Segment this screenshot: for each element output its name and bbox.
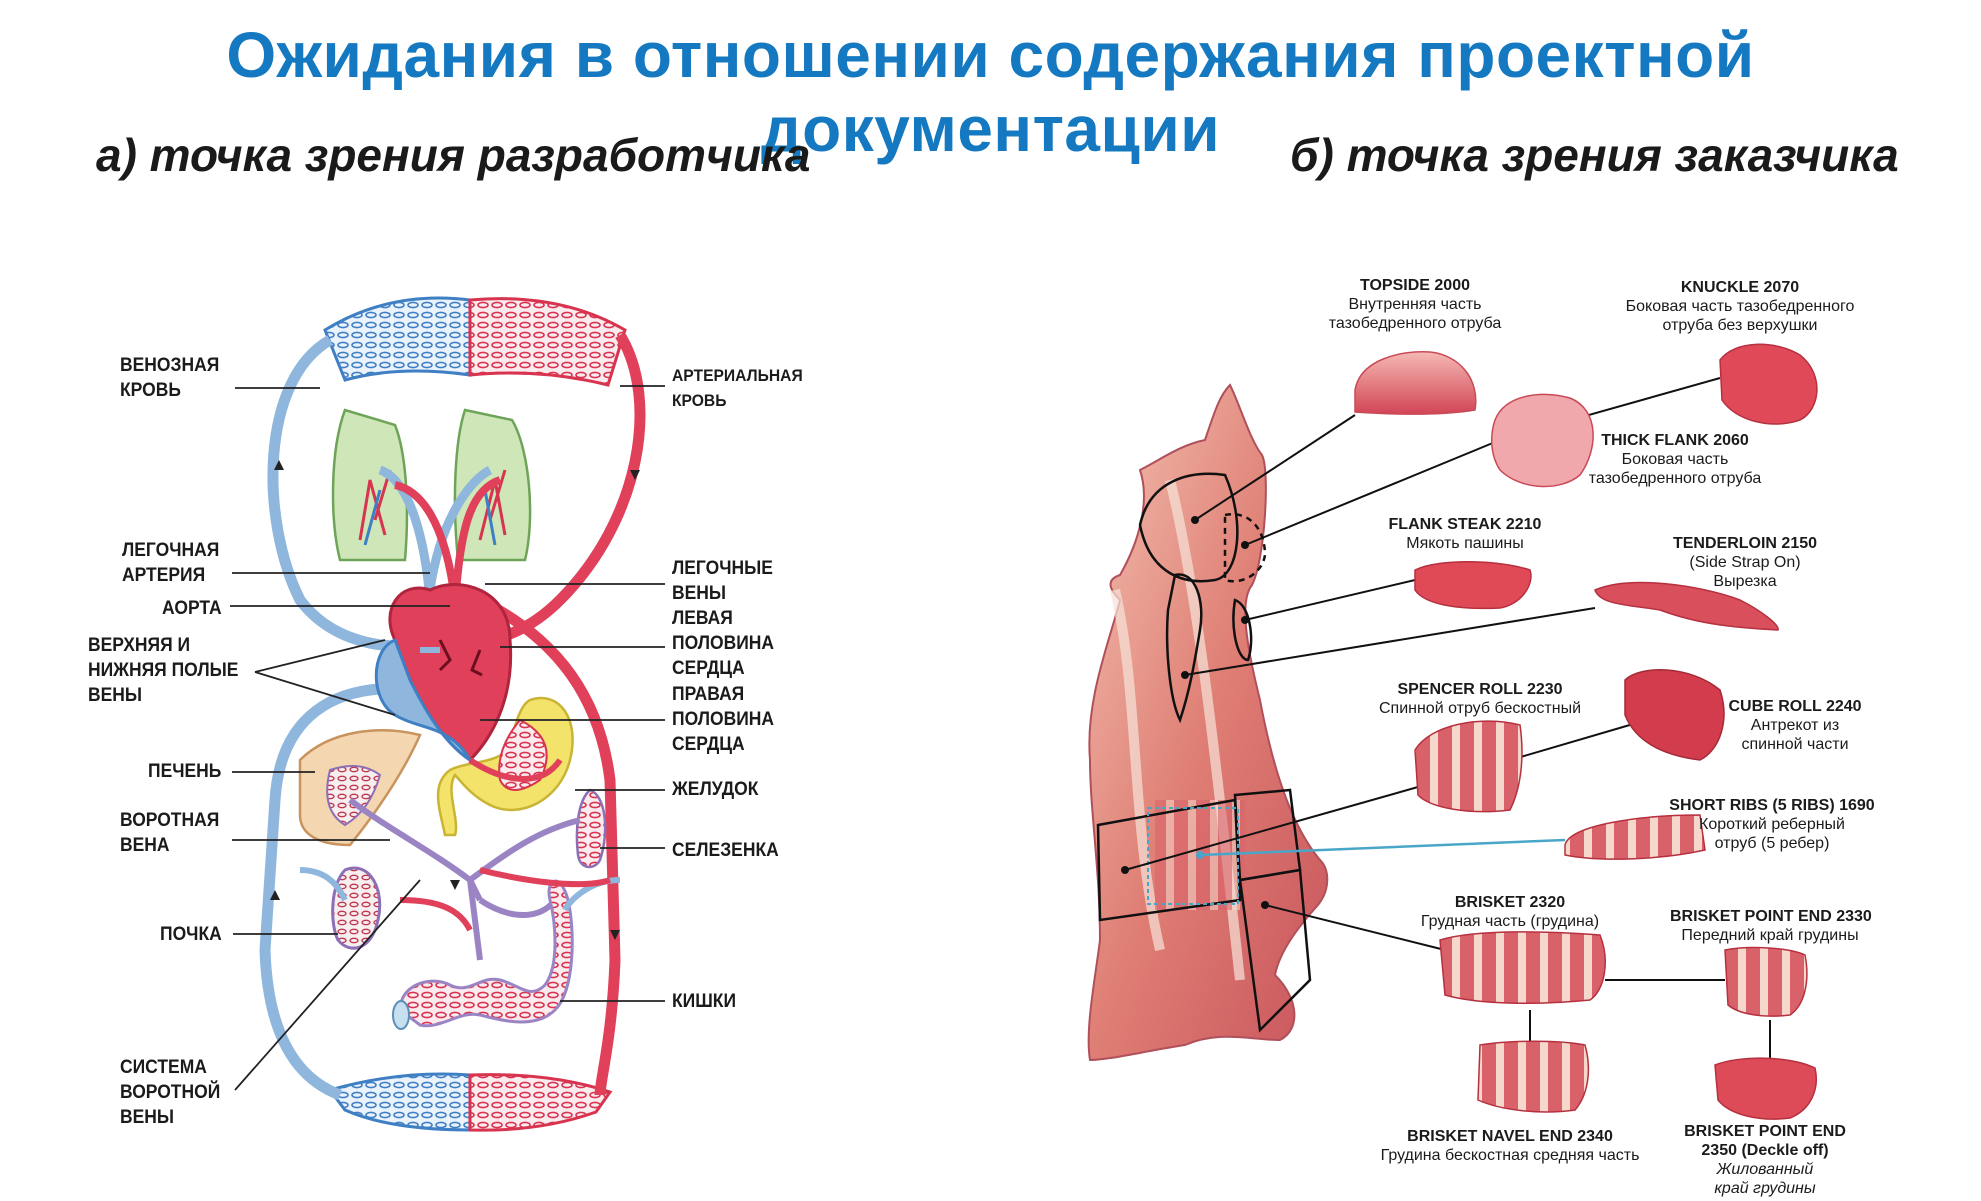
- pulmonary-artery: [378, 465, 493, 601]
- label-tenderloin: TENDERLOIN 2150(Side Strap On)Вырезка: [1672, 535, 1818, 590]
- left-leader-lines: [230, 385, 665, 1091]
- pulmonary-vein: [393, 476, 502, 606]
- carcass-regions: [1096, 472, 1312, 1033]
- lower-capillary-bed: [327, 1072, 613, 1132]
- flank-steak-cut: [1414, 561, 1532, 610]
- topside-cut: [1354, 351, 1477, 415]
- label-intestines: КИШКИ: [672, 991, 737, 1012]
- developer-view-subtitle: а) точка зрения разработчика: [96, 129, 811, 181]
- brisket-point-end-cut: [1724, 946, 1808, 1017]
- spleen: [575, 788, 607, 869]
- customer-view-subtitle: б) точка зрения заказчика: [1290, 129, 1899, 181]
- flow-arrows: [270, 460, 640, 940]
- short-ribs-cut: [1564, 814, 1706, 860]
- label-aorta: АОРТА: [162, 598, 222, 619]
- brisket-deckle-off-cut: [1714, 1057, 1817, 1120]
- thick-flank-cut: [1490, 393, 1594, 488]
- spencer-roll-cut: [1414, 720, 1523, 813]
- cube-roll-cut: [1624, 669, 1725, 761]
- brisket-navel-end-cut: [1477, 1040, 1590, 1113]
- intestines: [392, 879, 574, 1030]
- brisket-cut: [1439, 931, 1606, 1005]
- upper-capillary-bed: [323, 296, 627, 387]
- label-liver: ПЕЧЕНЬ: [148, 761, 222, 782]
- cut-pieces: [1354, 343, 1818, 1120]
- knuckle-cut: [1719, 343, 1818, 425]
- heart: [374, 582, 513, 762]
- label-stomach: ЖЕЛУДОК: [672, 779, 759, 800]
- label-kidney: ПОЧКА: [160, 924, 222, 945]
- portal-vein: [348, 797, 581, 961]
- tenderloin-cut: [1594, 581, 1779, 631]
- page-title: Ожидания в отношении содержания проектно…: [226, 19, 1755, 165]
- label-spleen: СЕЛЕЗЕНКА: [672, 840, 779, 861]
